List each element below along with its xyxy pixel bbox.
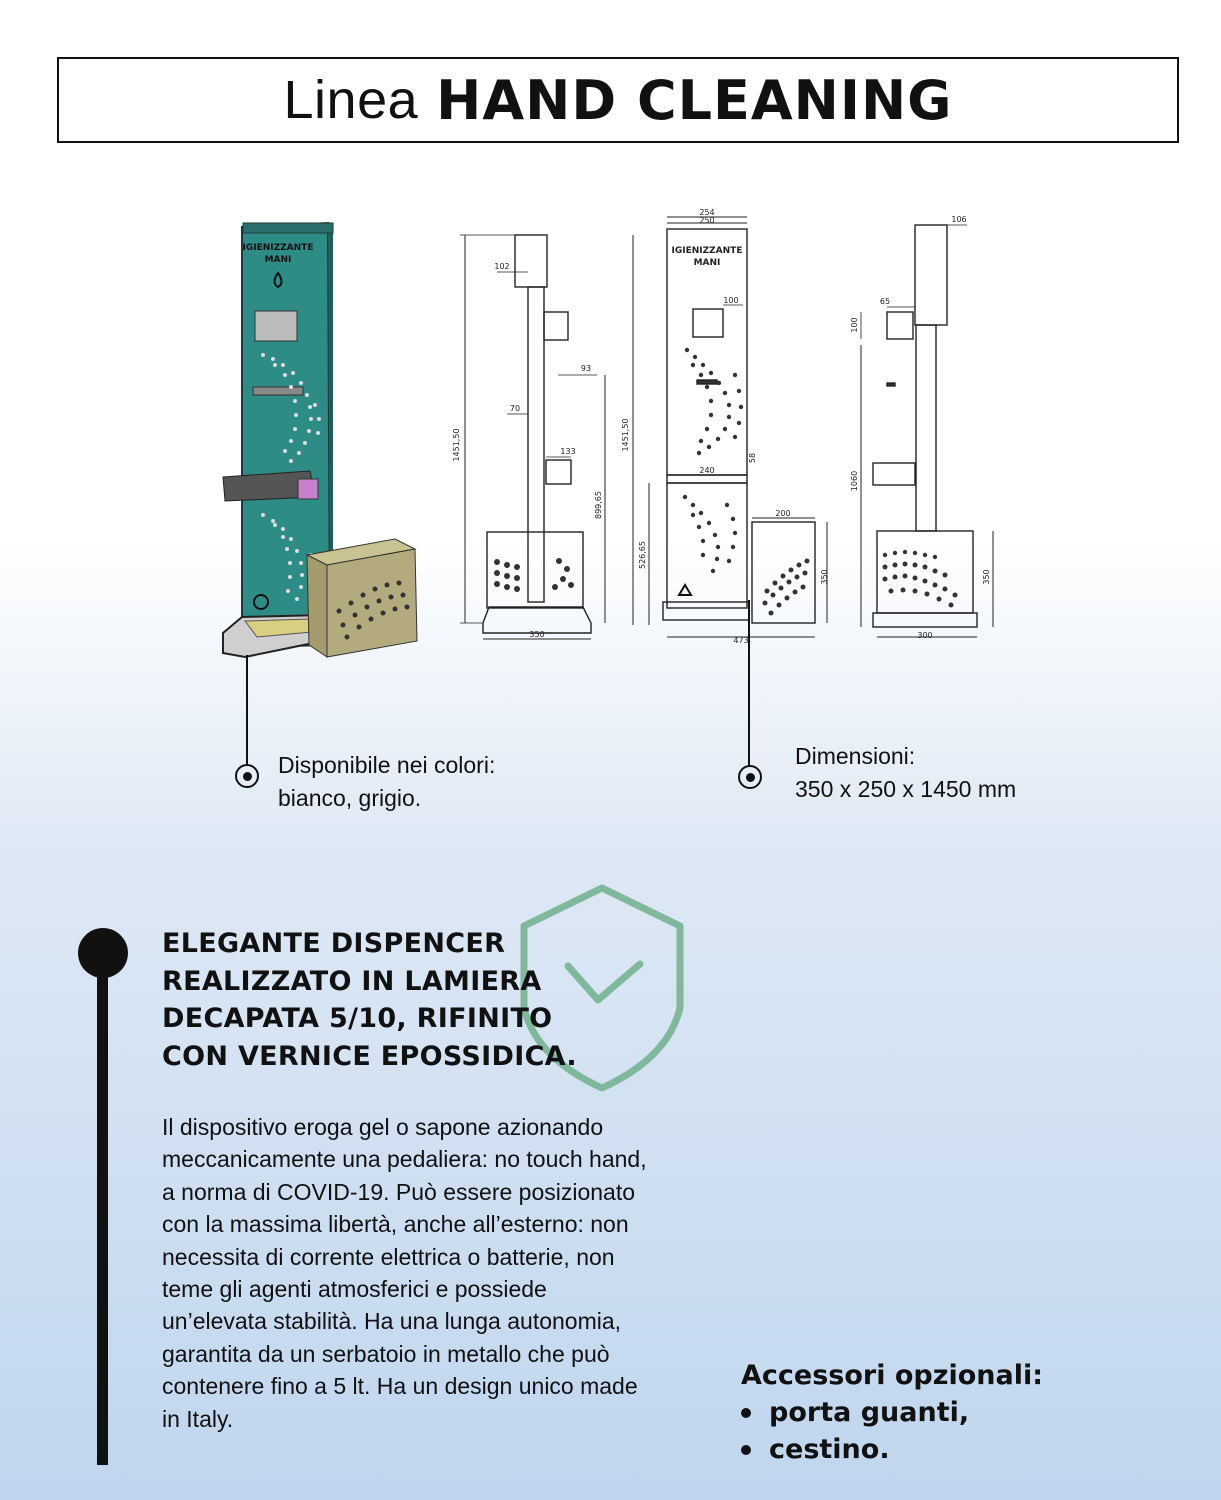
dim-side-133: 133 [560, 447, 575, 456]
list-item: porta guanti, [741, 1394, 1181, 1431]
feature-headline: ELEGANTE DISPENCER REALIZZATO IN LAMIERA… [162, 925, 682, 1075]
headline-line: ELEGANTE DISPENCER [162, 928, 506, 959]
dim-back-300: 300 [917, 631, 932, 640]
dim-side-70: 70 [510, 404, 520, 413]
target-icon [235, 764, 259, 788]
shield-check-icon [520, 884, 684, 1092]
timeline-bar [97, 965, 108, 1465]
title-light: Linea [283, 70, 419, 130]
callout-colors: Disponibile nei colori: bianco, grigio. [278, 749, 495, 815]
callout-colors-line2: bianco, grigio. [278, 785, 422, 811]
callout-colors-line1: Disponibile nei colori: [278, 752, 496, 778]
dim-back-1060: 1060 [850, 471, 859, 491]
drop-icon [273, 271, 283, 289]
basket-pattern [336, 580, 410, 640]
dim-back-350: 350 [982, 569, 991, 584]
back-view-dims: 106 65 100 1060 350 300 [850, 215, 991, 640]
callout-line-dimensions [748, 600, 750, 766]
dim-side-height: 1451,50 [452, 428, 461, 461]
dim-front-350: 350 [820, 569, 829, 584]
dim-front-250: 250 [699, 216, 714, 225]
dim-front-height: 1451,50 [621, 418, 630, 451]
render-label-1: IGIENIZZANTE [243, 243, 314, 253]
bullet-icon [741, 1407, 751, 1418]
dim-side-899: 899,65 [594, 491, 603, 519]
product-drawing: IGIENIZZANTE MANI [222, 208, 994, 659]
dim-front-254: 254 [699, 208, 714, 217]
page-title: Linea HAND CLEANING [57, 57, 1179, 143]
accessory-label: porta guanti, [769, 1397, 970, 1428]
front-label-2: MANI [694, 258, 721, 268]
dim-front-240: 240 [699, 466, 714, 475]
side-view-dims: 1451,50 102 93 70 133 899,65 350 [452, 262, 603, 639]
target-icon [738, 765, 762, 789]
recycle-icon [253, 594, 269, 610]
headline-line: REALIZZATO IN LAMIERA [162, 965, 542, 997]
dim-front-200: 200 [775, 509, 790, 518]
callout-line-colors [246, 655, 248, 765]
headline-line: CON VERNICE EPOSSIDICA. [162, 1040, 577, 1072]
product-render: IGIENIZZANTE MANI [222, 221, 418, 659]
title-bold: HAND CLEANING [436, 68, 953, 132]
front-label-1: IGIENIZZANTE [672, 246, 743, 256]
accessories-title: Accessori opzionali: [741, 1360, 1044, 1391]
dim-side-93: 93 [581, 364, 591, 373]
headline-line: DECAPATA 5/10, RIFINITO [162, 1003, 553, 1034]
dim-side-350: 350 [529, 630, 544, 639]
callout-dimensions-line2: 350 x 250 x 1450 mm [795, 776, 1017, 802]
side-view [460, 234, 606, 640]
accessories-list: porta guanti, cestino. [741, 1394, 1181, 1468]
accessory-label: cestino. [769, 1434, 890, 1465]
render-label-2: MANI [265, 255, 292, 265]
front-view-dims: 254 250 IGIENIZZANTE MANI 100 1451,50 24… [621, 208, 829, 645]
accessories-section: Accessori opzionali: porta guanti, cesti… [741, 1358, 1181, 1468]
feature-description: Il dispositivo eroga gel o sapone aziona… [162, 1114, 647, 1432]
dim-back-100: 100 [850, 317, 859, 332]
callout-dimensions-line1: Dimensioni: [795, 743, 916, 769]
back-view [860, 224, 994, 638]
dim-front-100: 100 [723, 296, 738, 305]
dim-back-106: 106 [951, 215, 966, 224]
dim-back-65: 65 [880, 297, 890, 306]
list-item: cestino. [741, 1431, 1181, 1468]
front-view [632, 216, 828, 638]
callout-dimensions: Dimensioni: 350 x 250 x 1450 mm [795, 740, 1016, 806]
dim-side-102: 102 [494, 262, 509, 271]
dim-front-58: 58 [748, 453, 757, 463]
dim-front-473: 473 [733, 636, 748, 645]
bullet-icon [741, 1444, 751, 1455]
dim-front-526: 526,65 [638, 541, 647, 569]
